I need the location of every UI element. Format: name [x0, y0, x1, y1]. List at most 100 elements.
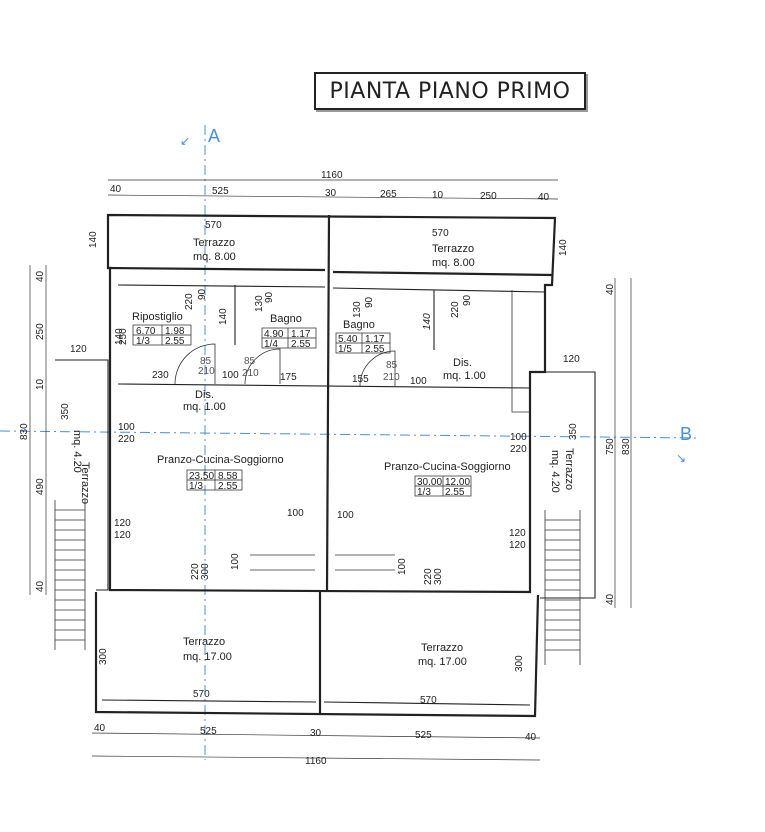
top-dim-1: 40: [110, 184, 122, 195]
bagno-right-height: 2.55: [365, 344, 385, 355]
ripostiglio-name: Ripostiglio: [132, 311, 183, 323]
terrazzo-top-right-depth: 140: [558, 239, 569, 256]
terrazzo-side-left-depth: 350: [60, 403, 71, 420]
pcs-right-window: 12.00: [445, 477, 470, 488]
side-left-d140: 140: [114, 328, 125, 345]
dis-right-name: Dis.: [453, 357, 472, 369]
overall-height-left: 830: [19, 423, 30, 440]
dis-right-door-w2: 85: [386, 360, 398, 371]
right-dim-3: 40: [605, 593, 616, 605]
bagno-right-ratio: 1/5: [338, 344, 352, 355]
door-frame-dis-right: [511, 290, 530, 413]
upper-rooms-wall-right: [332, 287, 546, 293]
pcs-left-window: 8.58: [218, 471, 238, 482]
left-dim-2: 250: [35, 323, 46, 340]
pcs-right-win-h: 220: [510, 444, 527, 455]
door-ripo-h: 220: [184, 293, 195, 310]
dis-left-door-w: 85: [200, 356, 212, 367]
outer-stair-right: [544, 510, 581, 665]
bagno-left-name: Bagno: [270, 313, 302, 325]
terrazzo-bottom-left-name: Terrazzo: [183, 636, 225, 648]
upper-rooms-wall-left: [117, 284, 326, 288]
bottom-dim-1: 40: [94, 723, 106, 734]
corridor-wall: [117, 383, 531, 389]
bagno-right-window: 1.17: [365, 334, 385, 345]
plan-title-text: PIANTA PIANO PRIMO: [329, 78, 571, 104]
pcs-right-door-w: 300: [433, 568, 444, 585]
bottom-dim-line: [91, 732, 541, 739]
left-dim-1: 40: [35, 270, 46, 282]
bottom-dim-5: 40: [525, 732, 537, 743]
pcs-left-height: 2.55: [218, 481, 238, 492]
ripostiglio-d: 140: [218, 308, 229, 325]
terrazzo-side-left-name: Terrazzo: [79, 462, 91, 504]
overall-height-right: 830: [621, 438, 632, 455]
terrazzo-bottom-right-name: Terrazzo: [421, 642, 463, 654]
pcs-left-ratio: 1/3: [189, 481, 203, 492]
pcs-left-stair-100: 100: [287, 508, 304, 519]
side-right-120: 120: [563, 354, 580, 365]
overall-width-bottom-line: [91, 755, 541, 761]
bottom-dim-3: 30: [310, 728, 322, 739]
dis-right-door-h: 220: [450, 301, 461, 318]
pcs-left-win2-w: 120: [114, 518, 131, 529]
left-dim-4: 490: [35, 478, 46, 495]
bagno-left-height: 2.55: [291, 339, 311, 350]
top-dim-2: 525: [212, 186, 229, 197]
top-dim-4: 265: [380, 189, 397, 200]
pcs-left-100v: 100: [230, 553, 241, 570]
dis-left-door2-h: 210: [242, 368, 259, 379]
ripostiglio-window: 1.98: [165, 326, 185, 337]
bagno-right-name: Bagno: [343, 319, 375, 331]
terrazzo-side-right-area: mq. 4.20: [549, 450, 561, 493]
terrazzo-top-right-width: 570: [432, 228, 449, 239]
pcs-left-win-w: 100: [118, 422, 135, 433]
interior-stair-left: [250, 554, 315, 571]
pcs-right-win2-h: 120: [509, 540, 526, 551]
section-arrow-a: ↙: [180, 134, 190, 148]
door-arc-dis-right: [359, 350, 396, 387]
bagno-right-surface: 5.40: [338, 334, 358, 345]
ripostiglio-height: 2.55: [165, 336, 185, 347]
dis-right-155: 155: [352, 374, 369, 385]
section-label-b: B: [680, 424, 692, 444]
bottom-dim-4: 525: [415, 730, 432, 741]
terrazzo-side-left-area: mq. 4.20: [71, 430, 83, 473]
terrazzo-top-left-width: 570: [205, 220, 222, 231]
dis-left-name: Dis.: [195, 389, 214, 401]
terrazzo-bottom-right-depth: 300: [514, 655, 525, 672]
pcs-right-ratio: 1/3: [417, 487, 431, 498]
left-dim-3: 10: [35, 378, 46, 390]
pcs-right-win-w: 100: [510, 432, 527, 443]
bottom-terrace-rail-left: [101, 699, 317, 703]
dis-right-door-h2: 210: [383, 372, 400, 383]
terrazzo-top-left-name: Terrazzo: [193, 237, 235, 249]
dis-left-230: 230: [152, 370, 169, 381]
side-terrace-right-wall: [540, 371, 596, 599]
ripostiglio-w: 250: [118, 328, 129, 345]
pcs-right-stair-100: 100: [337, 510, 354, 521]
bagno-right-win-h: 130: [352, 301, 363, 318]
outer-stair-left: [54, 500, 86, 650]
bottom-terrace-wall: [94, 592, 540, 718]
top-dim-line: [107, 194, 559, 200]
terrazzo-side-right-depth: 350: [568, 423, 579, 440]
dis-left-door2-w: 85: [244, 356, 256, 367]
plan-title: PIANTA PIANO PRIMO: [314, 72, 586, 110]
bagno-left-win-h: 130: [254, 295, 265, 312]
outer-wall: [106, 213, 557, 594]
top-dim-6: 250: [480, 191, 497, 202]
bottom-dim-2: 525: [200, 726, 217, 737]
terrazzo-bottom-left-area: mq. 17.00: [183, 651, 232, 663]
pcs-right-name: Pranzo-Cucina-Soggiorno: [384, 461, 511, 473]
section-axis-b: [0, 430, 701, 439]
pcs-right-door-h: 220: [423, 568, 434, 585]
terrazzo-top-left-depth: 140: [88, 231, 99, 248]
terrazzo-top-left-area: mq. 8.00: [193, 251, 236, 263]
section-label-a: A: [208, 126, 220, 146]
pcs-left-name: Pranzo-Cucina-Soggiorno: [157, 454, 284, 466]
dis-left-door-h: 210: [198, 366, 215, 377]
top-dim-3: 30: [325, 188, 337, 199]
right-dim-2: 750: [605, 438, 616, 455]
